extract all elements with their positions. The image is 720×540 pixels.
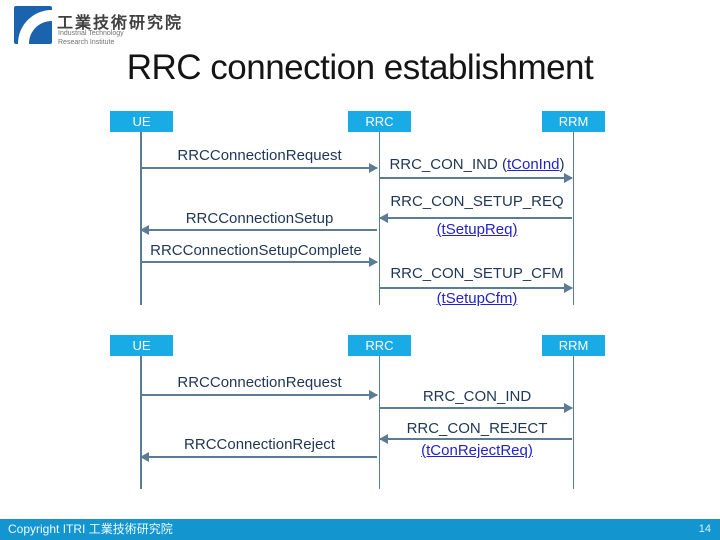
actor-rrm: RRM [542, 111, 605, 132]
message-label: RRC_CON_SETUP_REQ [390, 193, 564, 210]
actor-rrm: RRM [542, 335, 605, 356]
page-number: 14 [698, 523, 711, 535]
message-label: RRCConnectionSetup [185, 210, 334, 227]
lifeline-rrc [378, 356, 380, 489]
message-label: RRCConnectionRequest [177, 374, 342, 391]
message-arrow-right [141, 390, 378, 400]
itri-logo: 工業技術研究院 Industrial Technology Research I… [14, 6, 314, 48]
logo-en-line1: Industrial Technology [58, 30, 124, 37]
message-arrow-right [380, 403, 573, 413]
tsetupreq-link[interactable]: (tSetupReq) [436, 221, 518, 238]
message-label: RRCConnectionRequest [177, 147, 342, 164]
message-label: RRC_CON_IND [422, 388, 532, 405]
message-label: RRC_CON_SETUP_CFM [390, 265, 564, 282]
message-text: RRC_CON_IND ( [389, 156, 507, 173]
tconind-link[interactable]: tConInd [506, 156, 560, 173]
message-arrow-left [140, 225, 377, 235]
copyright-text: Copyright ITRI 工業技術研究院 [8, 522, 173, 536]
logo-cjk-text: 工業技術研究院 [57, 15, 184, 32]
message-arrow-right [380, 283, 573, 293]
message-arrow-left [379, 434, 572, 444]
actor-ue: UE [110, 111, 173, 132]
message-label: RRCConnectionSetupComplete [150, 242, 362, 259]
message-sublabel: (tSetupReq) [381, 221, 573, 238]
lifeline-ue [140, 132, 142, 305]
actor-rrc: RRC [348, 335, 411, 356]
message-text: ) [559, 156, 565, 173]
lifeline-ue [140, 356, 142, 489]
tconrejectreq-link[interactable]: (tConRejectReq) [421, 442, 533, 459]
itri-logo-icon [14, 6, 52, 44]
message-sublabel: (tConRejectReq) [381, 442, 573, 459]
message-label: RRC_CON_REJECT [406, 420, 548, 437]
tsetupcfm-link[interactable]: (tSetupCfm) [436, 290, 518, 307]
actor-ue: UE [110, 335, 173, 356]
message-arrow-left [379, 213, 572, 223]
footer-bar: Copyright ITRI 工業技術研究院 14 [0, 519, 720, 540]
lifeline-rrm [572, 356, 574, 489]
message-label: RRC_CON_IND (tConInd) [381, 156, 573, 173]
message-label: RRCConnectionReject [184, 436, 335, 453]
message-arrow-right [380, 173, 573, 183]
message-arrow-right [141, 163, 378, 173]
message-arrow-right [141, 257, 378, 267]
lifeline-rrm [572, 132, 574, 305]
logo-en-line2: Research Institute [58, 39, 115, 46]
message-arrow-left [140, 452, 377, 462]
page-title: RRC connection establishment [126, 48, 594, 87]
message-sublabel: (tSetupCfm) [381, 290, 573, 307]
actor-rrc: RRC [348, 111, 411, 132]
